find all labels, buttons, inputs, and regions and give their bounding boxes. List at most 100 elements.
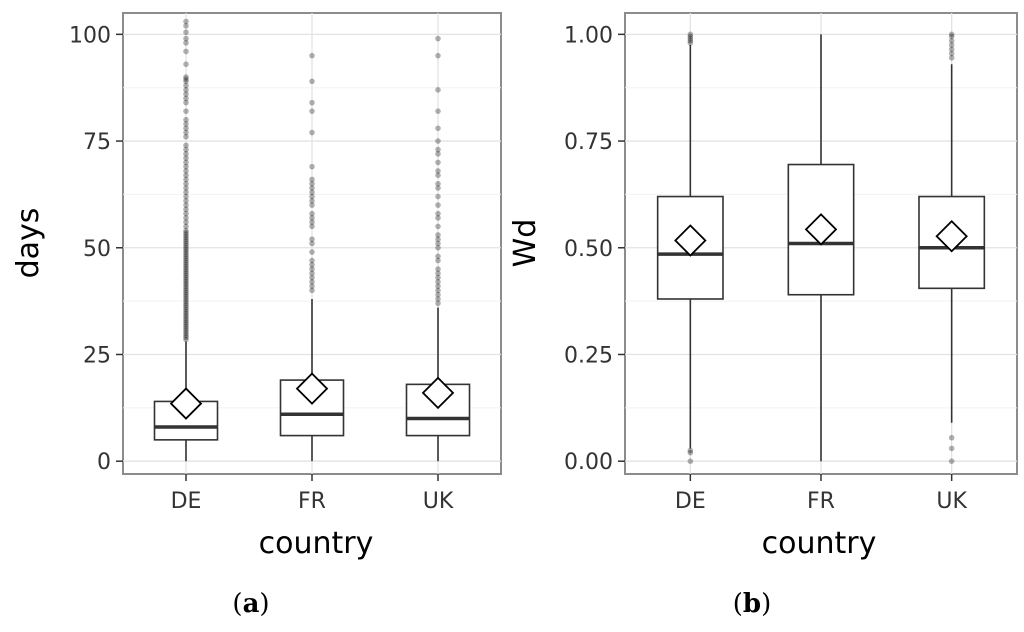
outlier-point — [309, 262, 315, 268]
outlier-point — [309, 180, 315, 187]
outlier-point — [435, 180, 441, 187]
x-axis-title: country — [259, 526, 374, 561]
x-tick-label: UK — [936, 489, 967, 514]
outlier-point — [948, 458, 955, 464]
outlier-point — [435, 274, 441, 281]
outlier-point — [309, 189, 315, 196]
outlier-point — [687, 31, 694, 38]
outlier-point — [183, 133, 189, 140]
outlier-point — [183, 223, 189, 230]
outlier-point — [309, 215, 315, 221]
outlier-point — [183, 29, 189, 36]
outlier-point — [183, 291, 189, 298]
outlier-point — [948, 50, 955, 57]
outlier-point — [309, 176, 315, 183]
outlier-point — [183, 121, 189, 127]
outlier-point — [183, 336, 189, 343]
y-axis-title: days — [11, 208, 46, 279]
outlier-point — [309, 163, 315, 170]
outlier-point — [687, 458, 694, 464]
outlier-point — [183, 78, 189, 85]
outlier-point — [183, 193, 189, 200]
outlier-point — [183, 251, 189, 257]
outlier-point — [309, 99, 315, 106]
outlier-point — [183, 219, 189, 225]
outlier-point — [309, 236, 315, 243]
outlier-point — [183, 129, 189, 136]
outlier-point — [435, 35, 441, 42]
outlier-point — [687, 37, 694, 44]
outlier-point — [309, 193, 315, 200]
outlier-point — [183, 304, 189, 311]
outlier-point — [183, 210, 189, 217]
outlier-point — [435, 87, 441, 93]
y-tick-label: 1.00 — [564, 23, 613, 48]
outlier-point — [183, 108, 189, 114]
outlier-point — [948, 31, 955, 38]
outlier-point — [687, 35, 694, 42]
panel-label-b: b — [743, 589, 761, 619]
outlier-point — [948, 445, 955, 452]
outlier-point — [309, 266, 315, 272]
outlier-point — [183, 253, 189, 260]
outlier-point — [183, 163, 189, 170]
mean-marker — [674, 224, 707, 257]
outlier-point — [435, 291, 441, 298]
box-DE — [153, 18, 219, 462]
outlier-point — [183, 300, 189, 307]
outlier-point — [183, 242, 189, 249]
outlier-point — [183, 48, 189, 55]
outlier-point — [183, 311, 189, 317]
outlier-point — [435, 244, 441, 251]
outlier-point — [435, 257, 441, 264]
y-tick-label: 25 — [83, 343, 111, 368]
outlier-point — [183, 240, 189, 247]
outlier-point — [309, 223, 315, 230]
panel-caption-b: (b) — [733, 589, 772, 619]
outlier-point — [183, 257, 189, 264]
outlier-point — [435, 296, 441, 302]
outlier-point — [309, 249, 315, 255]
outlier-point — [183, 326, 189, 332]
y-tick-label: 0.75 — [564, 130, 613, 155]
outlier-point — [183, 332, 189, 339]
outlier-point — [183, 268, 189, 275]
outlier-point — [183, 313, 189, 319]
outlier-point — [183, 274, 189, 281]
outlier-point — [435, 266, 441, 272]
outlier-point — [183, 328, 189, 334]
outlier-point — [435, 138, 441, 144]
outlier-point — [183, 18, 189, 25]
outlier-point — [183, 61, 189, 68]
outlier-point — [309, 219, 315, 225]
outlier-point — [183, 142, 189, 149]
outlier-point — [183, 198, 189, 204]
y-tick-label: 0.50 — [564, 237, 613, 262]
outlier-point — [309, 78, 315, 85]
outlier-point — [435, 283, 441, 289]
outlier-point — [183, 255, 189, 262]
outlier-point — [183, 116, 189, 123]
outlier-point — [435, 202, 441, 208]
outlier-point — [435, 125, 441, 132]
outlier-point — [183, 262, 189, 268]
outlier-point — [309, 287, 315, 294]
y-tick-label: 0 — [97, 450, 111, 475]
outlier-point — [183, 334, 189, 341]
outlier-point — [183, 281, 189, 287]
outlier-point — [183, 270, 189, 277]
outlier-point — [183, 185, 189, 191]
outlier-point — [309, 274, 315, 281]
outlier-point — [183, 294, 189, 300]
outlier-point — [183, 230, 189, 236]
outlier-point — [309, 185, 315, 191]
mean-marker — [295, 372, 329, 405]
outlier-point — [183, 330, 189, 336]
box-layer — [153, 18, 471, 462]
outlier-point — [435, 193, 441, 200]
outlier-point — [435, 159, 441, 166]
iqr-box — [787, 163, 855, 296]
